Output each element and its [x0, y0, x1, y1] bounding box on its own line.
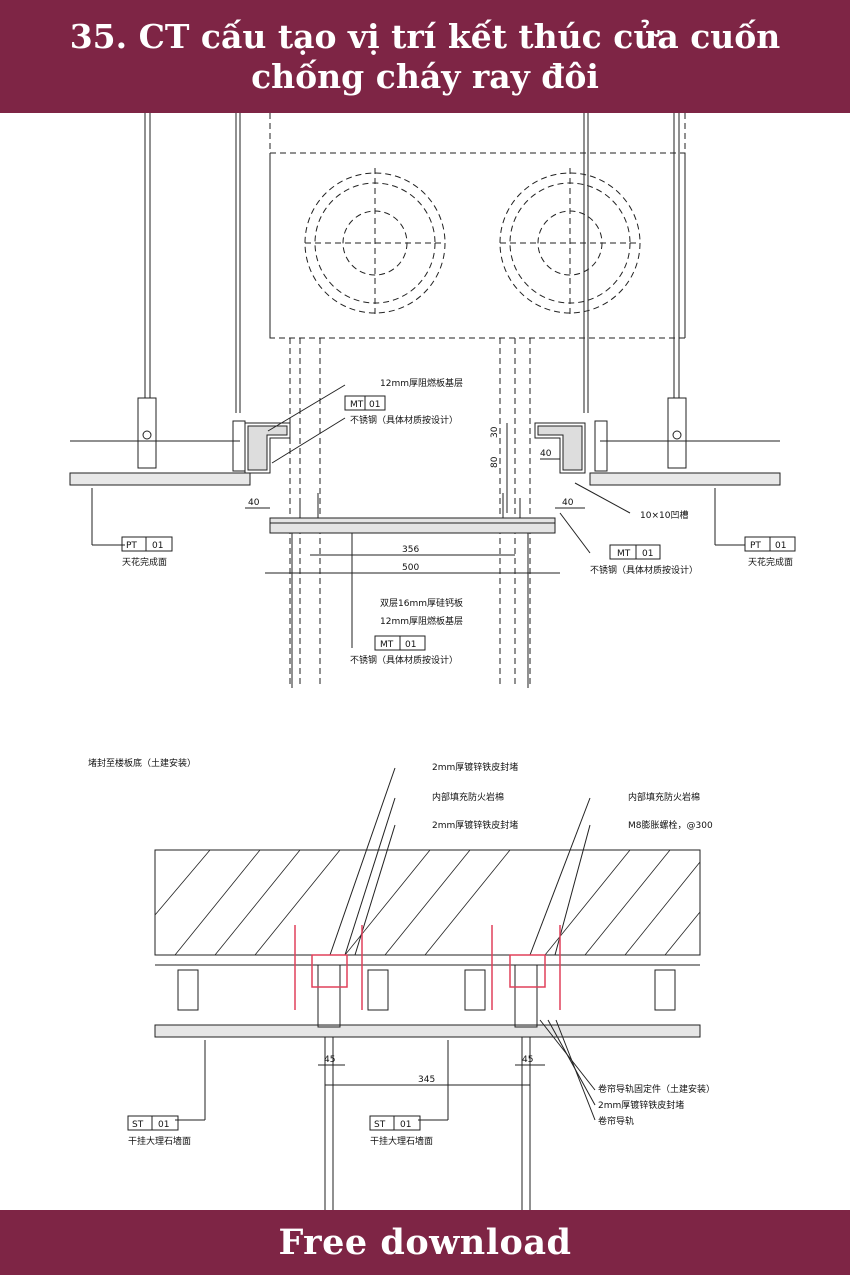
- label-rockwool-left: 内部填充防火岩棉: [432, 791, 504, 803]
- label-steel-left: 不锈钢（具体材质按设计）: [350, 414, 458, 426]
- dim-45-right: 45: [522, 1055, 533, 1065]
- label-marble-right: 干挂大理石墙面: [370, 1135, 433, 1147]
- label-ceiling-left: 天花完成面: [122, 556, 167, 568]
- dim-80: 80: [490, 456, 500, 468]
- label-double-board: 双层16mm厚硅钙板: [380, 597, 463, 609]
- dim-40-right: 40: [562, 498, 574, 508]
- bottom-section-drawing: 堵封至楼板底（土建安装） 2mm厚镀锌铁皮封堵 内部填充防火岩棉 2mm厚镀锌铁…: [88, 757, 715, 1210]
- mt-tag-left: MT: [350, 400, 364, 410]
- mt-num-right: 01: [642, 549, 653, 559]
- top-section-drawing: 12mm厚阻燃板基层 MT 01 不锈钢（具体材质按设计） 10×10凹槽 MT…: [69, 113, 796, 688]
- download-banner[interactable]: Free download: [0, 1210, 850, 1275]
- label-steel-bottom: 不锈钢（具体材质按设计）: [350, 654, 458, 666]
- pt-tag-left: PT: [126, 541, 137, 551]
- label-marble-left: 干挂大理石墙面: [128, 1135, 191, 1147]
- st-tag-right: ST: [374, 1120, 386, 1130]
- pt-num-right: 01: [775, 541, 786, 551]
- label-galv-top: 2mm厚镀锌铁皮封堵: [432, 761, 518, 773]
- mt-num-bottom: 01: [405, 640, 416, 650]
- mt-tag-bottom: MT: [380, 640, 394, 650]
- label-board-12mm-b: 12mm厚阻燃板基层: [380, 615, 463, 627]
- label-rail-fix: 卷帘导轨固定件（土建安装）: [598, 1083, 715, 1095]
- dim-30: 30: [490, 426, 500, 438]
- dim-45-left: 45: [324, 1055, 335, 1065]
- label-rail: 卷帘导轨: [598, 1115, 634, 1127]
- mt-num-left: 01: [369, 400, 380, 410]
- label-ceiling-right: 天花完成面: [748, 556, 793, 568]
- st-tag-left: ST: [132, 1120, 144, 1130]
- label-groove: 10×10凹槽: [640, 509, 688, 521]
- st-num-right: 01: [400, 1120, 411, 1130]
- mt-tag-right: MT: [617, 549, 631, 559]
- label-bolt: M8膨胀螺栓，@300: [628, 819, 713, 831]
- dim-500: 500: [402, 563, 419, 573]
- dim-356: 356: [402, 545, 419, 555]
- title-banner: 35. CT cấu tạo vị trí kết thúc cửa cuốn …: [0, 0, 850, 113]
- label-galv-left: 2mm厚镀锌铁皮封堵: [432, 819, 518, 831]
- pt-tag-right: PT: [750, 541, 761, 551]
- dim-40-left: 40: [248, 498, 260, 508]
- label-wall-note: 堵封至楼板底（土建安装）: [88, 757, 196, 769]
- page-title: 35. CT cấu tạo vị trí kết thúc cửa cuốn …: [69, 16, 781, 96]
- st-num-left: 01: [158, 1120, 169, 1130]
- dim-345: 345: [418, 1075, 435, 1085]
- pt-num-left: 01: [152, 541, 163, 551]
- label-galv-bottom: 2mm厚镀锌铁皮封堵: [598, 1099, 684, 1111]
- free-download-label[interactable]: Free download: [278, 1222, 572, 1263]
- label-board-12mm: 12mm厚阻燃板基层: [380, 377, 463, 389]
- dim-40-right-2: 40: [540, 449, 552, 459]
- label-steel-right: 不锈钢（具体材质按设计）: [590, 564, 698, 576]
- label-rockwool-right: 内部填充防火岩棉: [628, 791, 700, 803]
